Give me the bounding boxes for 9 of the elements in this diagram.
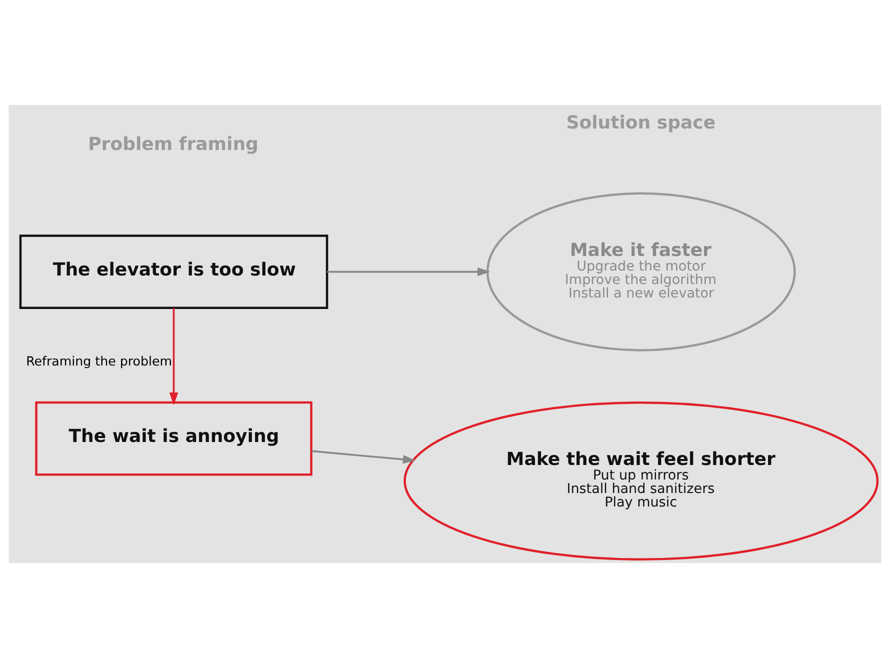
arrow xyxy=(311,450,416,464)
node-box: The wait is annoying xyxy=(35,400,312,476)
node-box: The elevator is too slow xyxy=(19,234,328,308)
label: Problem framing xyxy=(88,134,258,155)
arrow xyxy=(169,308,178,405)
edge-label: Reframing the problem xyxy=(26,352,172,368)
node-ellipse: Make it faster Upgrade the motor Improve the algorithm Install a new elevator xyxy=(486,192,796,351)
label: Solution space xyxy=(566,112,716,133)
arrow xyxy=(327,266,490,276)
